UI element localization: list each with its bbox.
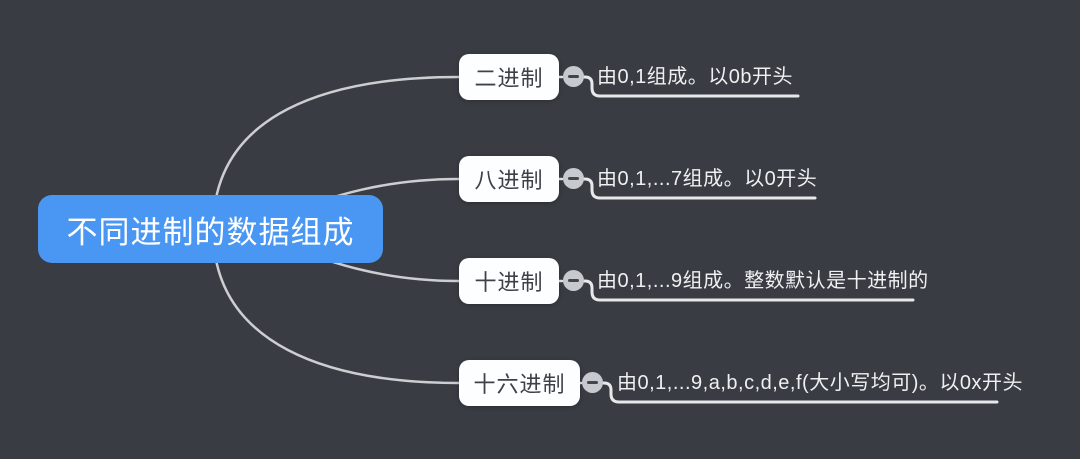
root-topic-node[interactable]: 不同进制的数据组成 [38,195,383,263]
branch-curve-hex [211,227,461,385]
minus-icon [568,177,579,180]
topic-label: 二进制 [474,66,544,91]
collapse-button-octal[interactable] [563,168,584,189]
note-text-octal[interactable]: 由0,1,...7组成。以0开头 [597,168,818,190]
note-text-decimal[interactable]: 由0,1,...9组成。整数默认是十进制的 [597,270,929,292]
topic-node-decimal[interactable]: 十进制 [459,258,559,304]
note-underline-binary [582,75,800,98]
topic-node-hex[interactable]: 十六进制 [459,360,580,406]
collapse-button-binary[interactable] [563,66,584,87]
minus-icon [568,279,579,282]
collapse-button-decimal[interactable] [563,270,584,291]
branch-curve-binary [211,75,461,231]
topic-node-octal[interactable]: 八进制 [459,156,559,202]
collapse-button-hex[interactable] [582,372,603,393]
note-underline-decimal [582,279,915,302]
topic-label: 十进制 [474,270,544,295]
minus-icon [568,75,579,78]
minus-icon [587,381,598,384]
note-text-binary[interactable]: 由0,1组成。以0b开头 [597,66,794,88]
root-topic-label: 不同进制的数据组成 [66,214,355,250]
topic-node-binary[interactable]: 二进制 [459,54,559,100]
note-underline-hex [601,381,999,404]
note-underline-octal [582,177,817,200]
topic-label: 十六进制 [473,372,566,397]
note-text-hex[interactable]: 由0,1,...9,a,b,c,d,e,f(大小写均可)。以0x开头 [617,372,1023,394]
topic-label: 八进制 [474,168,544,193]
